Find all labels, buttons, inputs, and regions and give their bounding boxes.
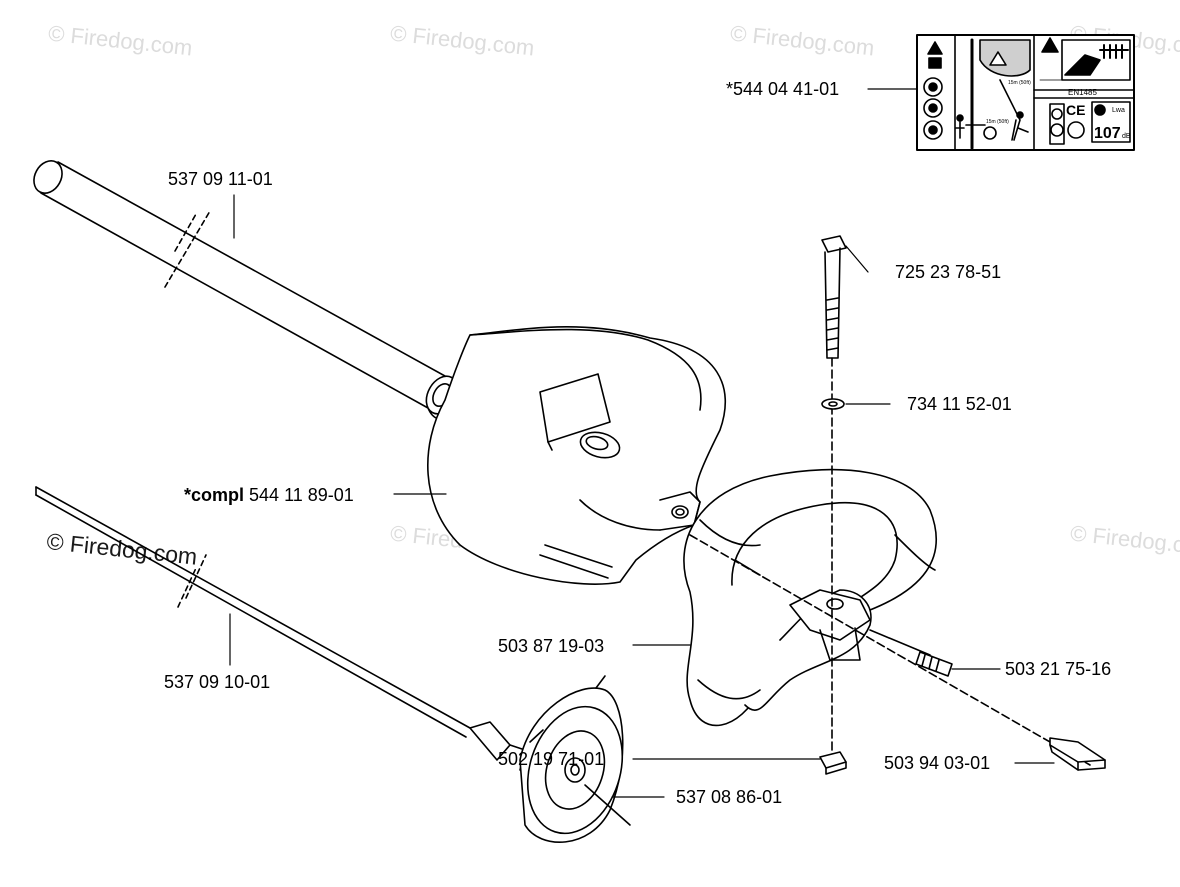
label-spacer: 503 94 03-01 <box>884 753 991 773</box>
shaft-tube <box>33 160 481 421</box>
spacer <box>1049 737 1106 771</box>
decal-text: EN1485 CE Lwa 107 dB 15m (50ft) 15m (50f… <box>986 80 1131 142</box>
nut <box>819 751 847 775</box>
label-guard-number: 544 11 89-01 <box>249 485 354 505</box>
washer <box>821 398 845 410</box>
label-cover: 537 08 86-01 <box>676 787 783 807</box>
cover <box>519 675 631 843</box>
screw <box>869 629 953 677</box>
warning-decal <box>916 34 1135 151</box>
leader-lines <box>229 88 1055 798</box>
label-washer: 734 11 52-01 <box>907 394 1012 414</box>
decal-distance-upper: 15m (50ft) <box>1008 80 1031 86</box>
drive-shaft <box>35 486 526 771</box>
assembly-axis <box>689 534 1091 766</box>
decal-sound-unit: dB <box>1122 133 1131 140</box>
label-handle: 503 87 19-03 <box>498 636 605 656</box>
decal-ce-mark: CE <box>1066 102 1085 118</box>
label-drive-shaft: 537 09 10-01 <box>164 672 271 692</box>
bolt <box>821 235 847 761</box>
label-shaft-tube: 537 09 11-01 <box>168 169 273 189</box>
label-decal: *544 04 41-01 <box>726 79 840 99</box>
decal-distance-lower: 15m (50ft) <box>986 119 1009 125</box>
guard <box>427 326 727 585</box>
label-screw: 503 21 75-16 <box>1005 659 1112 679</box>
decal-lwa: Lwa <box>1112 107 1125 114</box>
label-guard: *compl 544 11 89-01 <box>184 486 354 504</box>
handle <box>683 468 938 727</box>
decal-standard: EN1485 <box>1068 88 1097 97</box>
label-bolt: 725 23 78-51 <box>895 262 1002 282</box>
decal-sound-level: 107 <box>1094 125 1121 142</box>
label-nut: 502 19 71-01 <box>498 749 605 769</box>
label-guard-prefix: *compl <box>184 485 245 505</box>
